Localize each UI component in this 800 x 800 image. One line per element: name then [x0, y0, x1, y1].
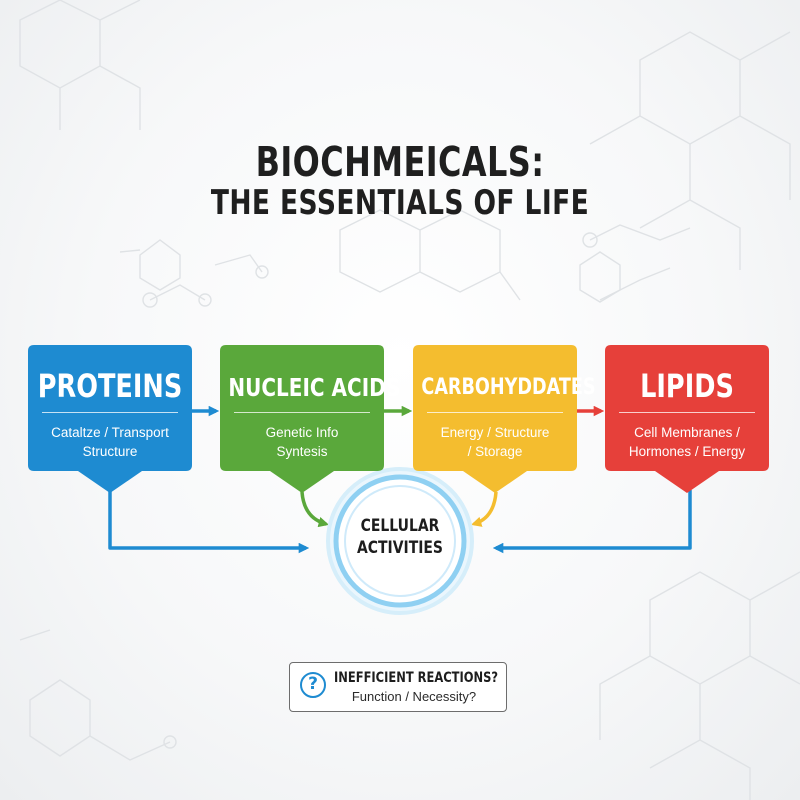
card-description: Cell Membranes / Hormones / Energy [628, 425, 746, 459]
question-subtext: Function / Necessity? [351, 689, 477, 704]
question-icon: ? [300, 672, 326, 698]
card-title: PROTEINS [37, 367, 183, 405]
card-title: CARBOHYDDATES [421, 375, 596, 400]
arrow-carbs-to-center [470, 491, 498, 527]
card-divider [234, 412, 370, 413]
card-nucleic-acids: NUCLEIC ACIDS Genetic Info Syntesis [220, 345, 401, 493]
card-description: Genetic Info Syntesis [265, 425, 339, 459]
center-ring [333, 474, 467, 608]
card-description: Cataltze / Transport Structure [51, 425, 169, 459]
card-proteins: PROTEINS Cataltze / Transport Structure [28, 345, 192, 493]
arrow-nucleic-to-center [300, 491, 330, 528]
card-shape [413, 345, 577, 493]
card-title: NUCLEIC ACIDS [228, 373, 401, 402]
question-heading: INEFFICIENT REACTIONS? [334, 670, 499, 686]
card-title: LIPIDS [640, 367, 734, 405]
title-line-1: BIOCHMEICALS: [255, 138, 545, 186]
card-shape [28, 345, 192, 493]
card-divider [42, 412, 178, 413]
title-line-2: THE ESSENTIALS OF LIFE [210, 183, 590, 223]
question-callout: ? INEFFICIENT REACTIONS? Function / Nece… [289, 662, 507, 712]
center-ring-inner [344, 485, 456, 597]
center-label: CELLULAR ACTIVITIES [357, 516, 443, 558]
card-divider [619, 412, 755, 413]
card-description: Energy / Structure / Storage [440, 425, 550, 459]
card-divider [427, 412, 563, 413]
card-lipids: LIPIDS Cell Membranes / Hormones / Energ… [605, 345, 769, 493]
card-carbohydrates: CARBOHYDDATES Energy / Structure / Stora… [413, 345, 596, 493]
arrow-proteins-to-center [108, 490, 310, 554]
card-shape [220, 345, 384, 493]
card-shape [605, 345, 769, 493]
arrow-lipids-to-center [492, 490, 692, 554]
